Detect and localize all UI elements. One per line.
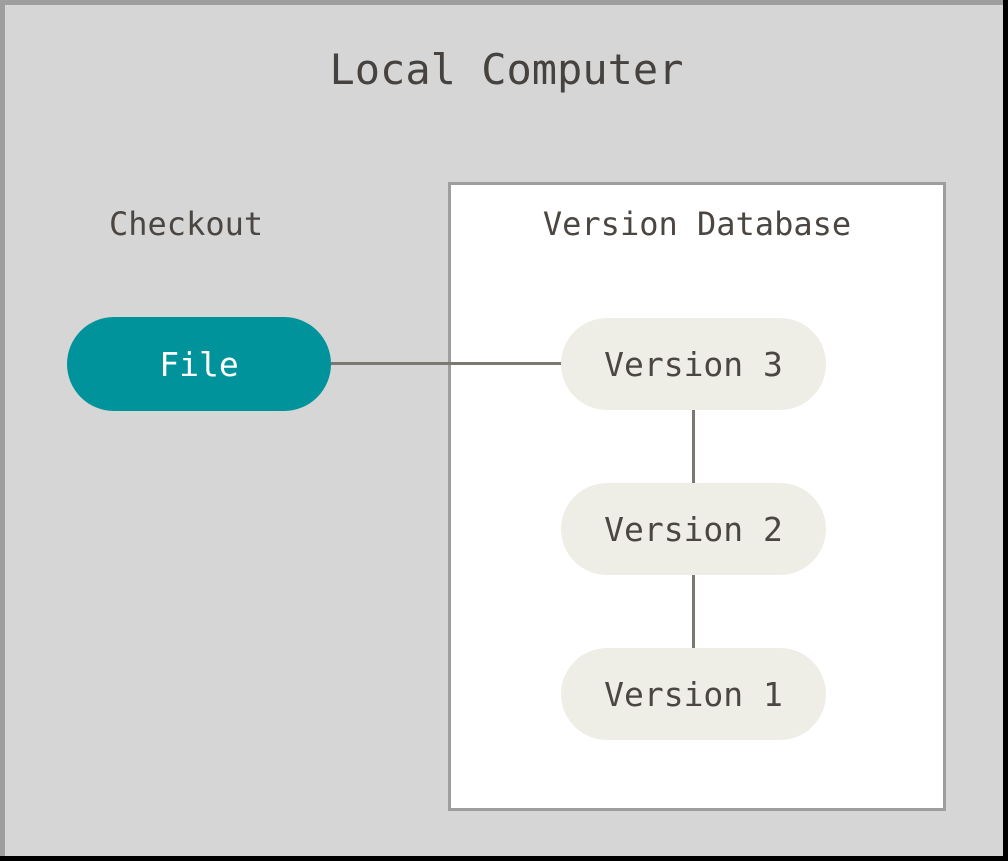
version-node-2[interactable]: Version 2 bbox=[561, 483, 826, 575]
connector-version2-to-version1 bbox=[692, 570, 695, 662]
connector-file-to-version3 bbox=[331, 362, 571, 365]
diagram-title: Local Computer bbox=[329, 45, 684, 94]
version-node-1-label: Version 1 bbox=[604, 674, 783, 714]
connector-version3-to-version2 bbox=[692, 405, 695, 497]
checkout-label: Checkout bbox=[109, 205, 264, 243]
version-node-3-label: Version 3 bbox=[604, 344, 783, 384]
version-node-1[interactable]: Version 1 bbox=[561, 648, 826, 740]
version-database-title: Version Database bbox=[542, 205, 852, 243]
file-node[interactable]: File bbox=[67, 317, 331, 411]
file-node-label: File bbox=[159, 344, 239, 384]
image-bottom-border bbox=[0, 856, 1008, 861]
version-node-2-label: Version 2 bbox=[604, 509, 783, 549]
version-node-3[interactable]: Version 3 bbox=[561, 318, 826, 410]
image-right-border bbox=[1003, 0, 1008, 861]
